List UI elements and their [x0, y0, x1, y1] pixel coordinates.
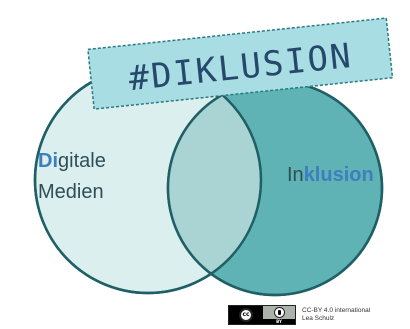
- overlap-region: [168, 81, 261, 293]
- left-circle-label-line1: Digitale: [38, 150, 106, 172]
- left-circle-label-line2: Medien: [38, 181, 104, 203]
- license-text: CC-BY 4.0 international Lea Schulz: [302, 307, 370, 323]
- by-label: BY: [263, 318, 295, 324]
- hashtag-banner: #DIKLUSION: [87, 17, 394, 110]
- attribution-person-icon: [273, 306, 285, 318]
- license-line: CC-BY 4.0 international: [302, 307, 371, 314]
- license-block: cc BY CC-BY 4.0 international Lea Schulz: [228, 305, 370, 325]
- cc-by-badge[interactable]: cc BY: [228, 305, 296, 325]
- right-circle-label: Inklusion: [287, 164, 374, 186]
- author-line: Lea Schulz: [302, 315, 335, 322]
- cc-icon: cc: [239, 308, 253, 322]
